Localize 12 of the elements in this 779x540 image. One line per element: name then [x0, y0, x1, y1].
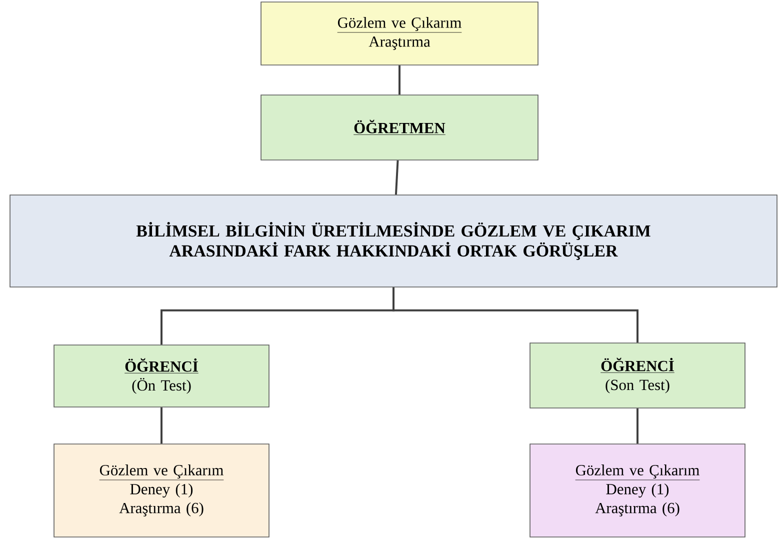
title-box: BİLİMSEL BİLGİNİN ÜRETİLMESİNDE GÖZLEM VE ÇIKARIM ARASINDAKİ FARK HAKKINDAKİ ORTAK GÖRÜŞLER [10, 194, 778, 288]
result-box: Gözlem ve Çıkarım Deney (1) Araştırma (6) [54, 444, 270, 538]
teacher-box: ÖĞRETMEN [260, 94, 538, 160]
connector-line [394, 160, 399, 195]
result-box: Gözlem ve Çıkarım Deney (1) Araştırma (6) [530, 444, 746, 538]
connector-line [160, 407, 162, 444]
student-box: ÖĞRENCİ (Ön Test) [54, 344, 270, 408]
student-box: ÖĞRENCİ (Son Test) [530, 342, 746, 408]
connector-line [392, 287, 638, 343]
source-box: Gözlem ve Çıkarım Araştırma [260, 2, 538, 66]
connector-line [398, 65, 400, 95]
connector-line [636, 408, 638, 444]
